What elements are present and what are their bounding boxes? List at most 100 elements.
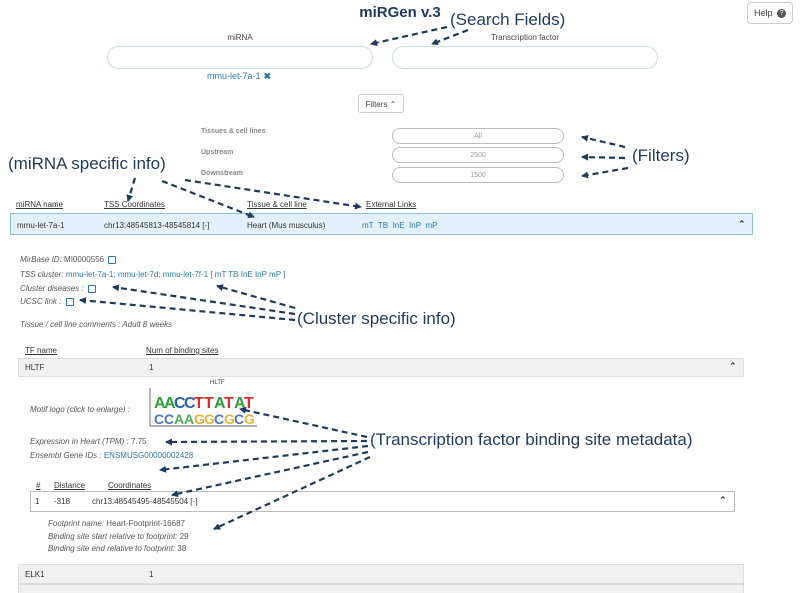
ucsc-label: UCSC link : bbox=[20, 297, 62, 306]
link-ine[interactable]: InE bbox=[392, 221, 405, 230]
downstream-filter-input[interactable]: 1500 bbox=[392, 167, 564, 183]
mirbase-id: MirBase ID: MI0000556 bbox=[20, 255, 117, 264]
arrow bbox=[79, 297, 296, 322]
cluster-item-let-7a-1[interactable]: mmu-let-7a-1; bbox=[65, 270, 116, 279]
expression-value: 7.75 bbox=[130, 437, 147, 446]
result-tss-coords: chr13:48545813-48545814 [-] bbox=[104, 221, 210, 230]
binding-start-label: Binding site start relative to footprint… bbox=[48, 532, 178, 541]
external-link-icon[interactable] bbox=[108, 255, 117, 264]
collapse-tf-icon[interactable]: ⌃ bbox=[729, 361, 737, 371]
logo-letter: T bbox=[224, 395, 234, 412]
external-link-icon[interactable] bbox=[65, 297, 74, 306]
annotation-tf-info: (Transcription factor binding site metad… bbox=[370, 430, 693, 449]
arrow bbox=[581, 166, 629, 179]
expression-label: Expression in Heart (TPM) : bbox=[30, 437, 129, 446]
ensembl-ids: Ensembl Gene IDs : ENSMUSG00000002428 bbox=[30, 451, 193, 460]
footprint-name: Footprint name: Heart-Footprint-16687 bbox=[48, 519, 185, 528]
logo-letter: A bbox=[184, 411, 194, 427]
tss-cluster: TSS cluster: mmu-let-7a-1; mmu-let-7d; m… bbox=[20, 270, 285, 279]
col-head-tss-coords[interactable]: TSS Coordinates bbox=[104, 200, 165, 209]
logo-letter: C bbox=[174, 395, 186, 412]
footprint-name-label: Footprint name: bbox=[48, 519, 105, 528]
binding-end: Binding site end relative to footprint: … bbox=[48, 544, 186, 553]
filter-label-upstream: Upstream bbox=[201, 149, 234, 156]
col-head-coordinates[interactable]: Coordinates bbox=[108, 481, 152, 490]
mirbase-value: MI0000556 bbox=[64, 255, 105, 264]
annotation-search-fields: (Search Fields) bbox=[450, 10, 566, 29]
col-head-mirna-name[interactable]: miRNA name bbox=[16, 200, 64, 209]
help-label: Help bbox=[753, 8, 773, 18]
tf-name-elk1: ELK1 bbox=[25, 570, 45, 579]
tf-count-elk1: 1 bbox=[149, 570, 154, 579]
tissue-comment: Tissue / cell line comments : Adult 8 we… bbox=[20, 320, 172, 329]
link-tb[interactable]: TB bbox=[377, 221, 389, 230]
annotation-filters: (Filters) bbox=[632, 146, 690, 165]
cluster-external-links[interactable]: [ mT TB InE InP mP ] bbox=[210, 270, 286, 279]
mirbase-label: MirBase ID: bbox=[20, 255, 62, 264]
col-head-distance[interactable]: Distance bbox=[54, 481, 86, 490]
logo-letter: C bbox=[214, 411, 224, 427]
col-head-tf-name[interactable]: TF name bbox=[25, 346, 58, 355]
link-mp[interactable]: mP bbox=[425, 221, 438, 230]
col-head-binding-sites[interactable]: Num of binding sites bbox=[146, 346, 219, 355]
tf-row-hltf[interactable] bbox=[18, 358, 744, 377]
site-coords: chr13:48545495-48545504 [-] bbox=[92, 497, 198, 506]
site-distance: -318 bbox=[54, 497, 71, 506]
selected-mirna-label: mmu-let-7a-1 bbox=[207, 71, 261, 81]
filter-label-downstream: Downstream bbox=[201, 170, 244, 177]
filters-button-label: Filters bbox=[365, 100, 388, 109]
logo-letter: G bbox=[204, 411, 215, 427]
footprint-name-value: Heart-Footprint-16687 bbox=[106, 519, 185, 528]
chevron-up-icon: ⌃ bbox=[389, 100, 397, 109]
tf-count-hltf: 1 bbox=[149, 363, 154, 372]
arrow bbox=[161, 179, 255, 219]
ucsc-link: UCSC link : bbox=[20, 297, 74, 306]
mirna-search-input[interactable] bbox=[107, 46, 373, 69]
collapse-site-icon[interactable]: ⌃ bbox=[719, 495, 727, 505]
site-index: 1 bbox=[35, 497, 40, 506]
col-head-external-links: External Links bbox=[366, 200, 417, 209]
binding-start: Binding site start relative to footprint… bbox=[48, 532, 189, 541]
motif-logo-title: HLTF bbox=[210, 380, 225, 386]
filters-toggle-button[interactable]: Filters ⌃ bbox=[358, 94, 404, 113]
help-button[interactable]: Help ? bbox=[747, 2, 793, 24]
annotation-cluster-info: (Cluster specific info) bbox=[297, 309, 456, 328]
remove-tag-icon[interactable]: ✖ bbox=[263, 71, 272, 81]
upstream-filter-input[interactable]: 2500 bbox=[392, 147, 564, 163]
cluster-item-let-7d[interactable]: mmu-let-7d; bbox=[117, 270, 161, 279]
col-head-tissue[interactable]: Tissue & cell line bbox=[247, 200, 307, 209]
tf-row-elk1[interactable] bbox=[18, 564, 744, 584]
link-mt[interactable]: mT bbox=[362, 221, 374, 230]
logo-letter: A bbox=[214, 395, 226, 412]
logo-letter: C bbox=[164, 411, 174, 427]
app-title: miRGen v.3 bbox=[359, 4, 441, 21]
tf-row-next[interactable] bbox=[18, 584, 744, 593]
cluster-diseases: Cluster diseases : bbox=[20, 284, 96, 293]
ensembl-label: Ensembl Gene IDs : bbox=[30, 451, 102, 460]
logo-letter: C bbox=[234, 411, 244, 427]
tf-search-input[interactable] bbox=[392, 46, 658, 69]
logo-letter: T bbox=[204, 395, 214, 412]
binding-site-row[interactable] bbox=[30, 491, 735, 512]
logo-letter: G bbox=[244, 411, 255, 427]
cluster-item-let-7f-1[interactable]: mmu-let-7f-1 bbox=[162, 270, 209, 279]
tss-cluster-label: TSS cluster: bbox=[20, 270, 64, 279]
arrow bbox=[216, 284, 296, 310]
logo-letter: A bbox=[164, 395, 176, 412]
result-row[interactable] bbox=[10, 213, 753, 235]
arrow bbox=[165, 438, 368, 446]
tf-field-label: Transcription factor bbox=[490, 33, 560, 42]
question-icon: ? bbox=[777, 9, 787, 19]
ensembl-link[interactable]: ENSMUSG00000002428 bbox=[103, 451, 194, 460]
annotation-mirna-info: (miRNA specific info) bbox=[8, 154, 166, 173]
tissues-filter-input[interactable]: All bbox=[392, 128, 564, 144]
collapse-row-icon[interactable]: ⌃ bbox=[738, 219, 746, 229]
cluster-diseases-label: Cluster diseases : bbox=[20, 284, 84, 293]
arrow bbox=[126, 177, 137, 202]
external-link-icon[interactable] bbox=[87, 284, 96, 293]
motif-logo-label: Motif logo (click to enlarge) : bbox=[30, 405, 131, 414]
link-inp[interactable]: InP bbox=[409, 221, 422, 230]
binding-end-value: 38 bbox=[177, 544, 187, 553]
logo-letter: G bbox=[224, 411, 235, 427]
